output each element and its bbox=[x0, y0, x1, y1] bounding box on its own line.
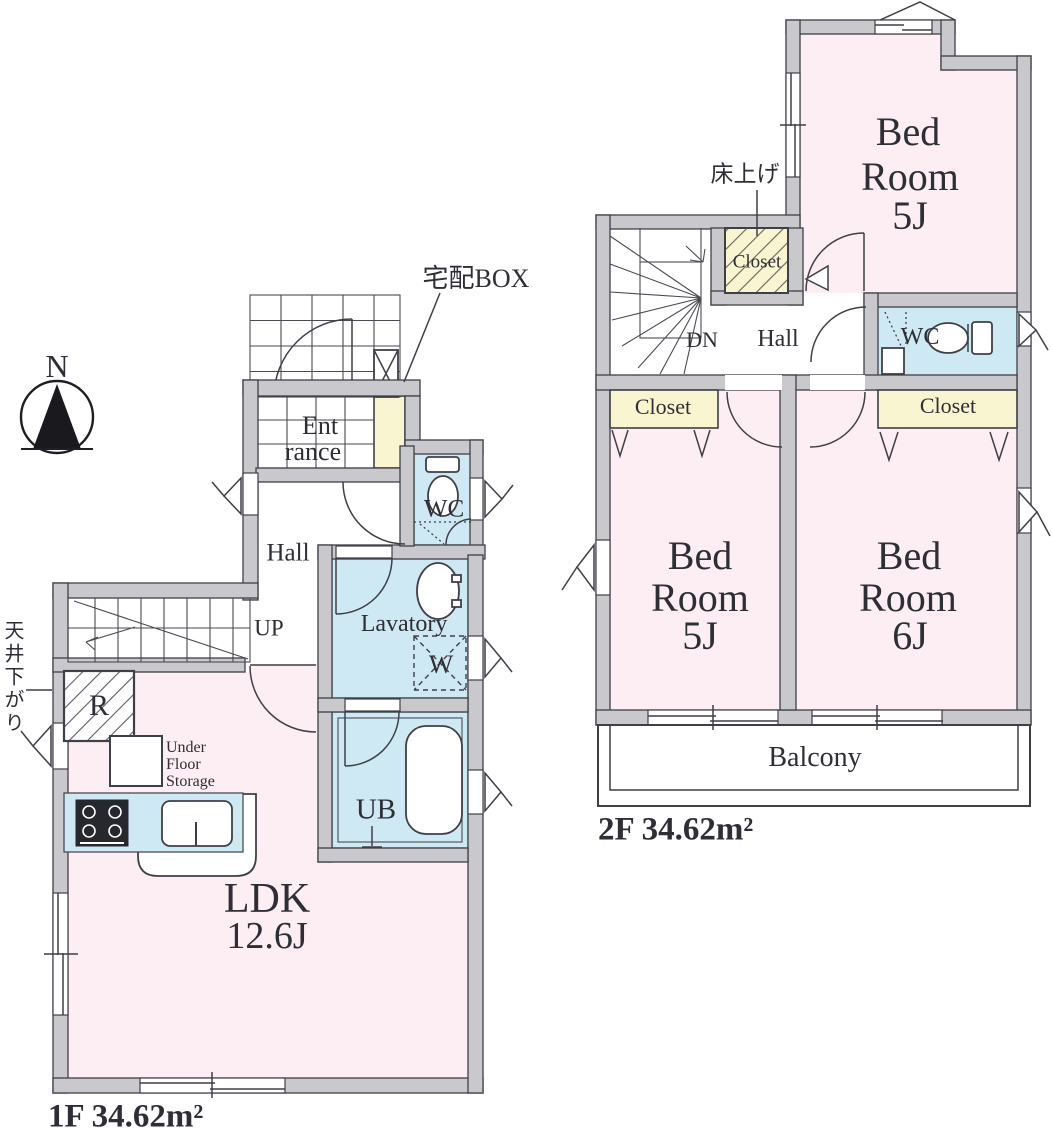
floor1-windows bbox=[20, 472, 514, 1098]
floor2-windows bbox=[561, 1, 1051, 730]
bedroom-left-label-line3: 5J bbox=[682, 613, 718, 658]
wc-1f-label: WC bbox=[423, 495, 465, 523]
hall-1f-label: Hall bbox=[266, 539, 310, 567]
north-label: N bbox=[45, 348, 69, 384]
bedroom-left-label-line2: Room bbox=[651, 575, 749, 620]
washing-machine-icon bbox=[413, 635, 467, 691]
hall-2f-label: Hall bbox=[757, 326, 799, 352]
vent-window-icon bbox=[484, 479, 504, 519]
ldk-label-line2: 12.6J bbox=[226, 915, 308, 957]
north-arrow-icon bbox=[19, 379, 95, 455]
floor-raised-label: 床上げ bbox=[710, 161, 780, 187]
sliding-window-icon bbox=[874, 19, 933, 35]
floor1-stairs-icon bbox=[67, 597, 251, 663]
vent-window-icon bbox=[222, 476, 242, 516]
under-floor-label-line3: Storage bbox=[166, 773, 215, 790]
vent-window-icon bbox=[1018, 312, 1038, 348]
lavatory-sink-icon bbox=[416, 562, 462, 620]
bedroom-right-label-line1: Bed bbox=[876, 533, 942, 578]
unit-bath-label: UB bbox=[355, 793, 397, 826]
toilet-icon bbox=[414, 456, 472, 546]
folding-door-icon bbox=[879, 431, 899, 463]
vent-window-icon bbox=[1018, 490, 1039, 534]
floor1-area-label: 1F 34.62m² bbox=[48, 1098, 204, 1135]
under-floor-label-line2: Floor bbox=[166, 756, 201, 773]
folding-door-icon bbox=[989, 431, 1009, 463]
balcony-outline bbox=[597, 724, 1031, 807]
bathtub-icon bbox=[337, 717, 463, 848]
closet-hatched bbox=[724, 227, 789, 294]
bedroom-left-label-line1: Bed bbox=[667, 533, 733, 578]
lavatory-label: Lavatory bbox=[360, 611, 448, 637]
floor2-door-openings bbox=[725, 375, 865, 390]
bedroom-right-label-line2: Room bbox=[859, 575, 957, 620]
annotation-leader-lines bbox=[26, 190, 758, 691]
refrigerator-space-icon bbox=[62, 669, 136, 743]
floor2-stairs-icon bbox=[609, 228, 706, 375]
kitchen-counter-icon bbox=[63, 792, 257, 877]
vent-window-icon bbox=[31, 724, 52, 768]
ldk-label-line1: LDK bbox=[223, 876, 311, 922]
closet-left-label: Closet bbox=[634, 394, 692, 419]
bedroom-top-label-line3: 5J bbox=[892, 193, 928, 238]
bedroom-top-label-line2: Room bbox=[861, 154, 959, 199]
vent-window-icon bbox=[576, 542, 595, 593]
closet-top-label: Closet bbox=[732, 251, 782, 273]
floor2-closets bbox=[609, 227, 1018, 463]
under-floor-label-line1: Under bbox=[166, 739, 206, 756]
wc-2f-label: WC bbox=[900, 324, 940, 350]
entrance-label-line1: Ent bbox=[301, 411, 339, 440]
bedroom-top-label-line1: Bed bbox=[875, 109, 941, 154]
folding-door-icon bbox=[611, 429, 629, 459]
washer-label: W bbox=[428, 650, 454, 679]
up-label: UP bbox=[254, 615, 284, 641]
vent-window-icon bbox=[484, 636, 502, 680]
kitchen-sink-icon bbox=[161, 800, 233, 847]
floor2-doors bbox=[726, 232, 867, 448]
balcony-label: Balcony bbox=[768, 742, 862, 773]
floor1-doors bbox=[249, 481, 406, 767]
ceiling-drop-label: 天井下がり bbox=[1, 620, 23, 735]
entrance-label-line2: rance bbox=[284, 437, 342, 466]
closet-right-label: Closet bbox=[919, 393, 977, 418]
refrigerator-label: R bbox=[88, 689, 110, 722]
floor2-area-label: 2F 34.62m² bbox=[598, 811, 754, 848]
dn-label: DN bbox=[686, 327, 718, 352]
vent-window-icon bbox=[484, 770, 502, 814]
stove-icon bbox=[75, 799, 129, 847]
door-swing-icon bbox=[804, 264, 829, 292]
folding-door-icon bbox=[693, 429, 711, 459]
toilet-icon bbox=[881, 311, 993, 375]
bedroom-right-label-line3: 6J bbox=[892, 613, 928, 658]
under-floor-storage-box bbox=[109, 735, 163, 787]
delivery-box-label: 宅配BOX bbox=[422, 264, 530, 293]
floor2-room-fills bbox=[610, 34, 1017, 710]
